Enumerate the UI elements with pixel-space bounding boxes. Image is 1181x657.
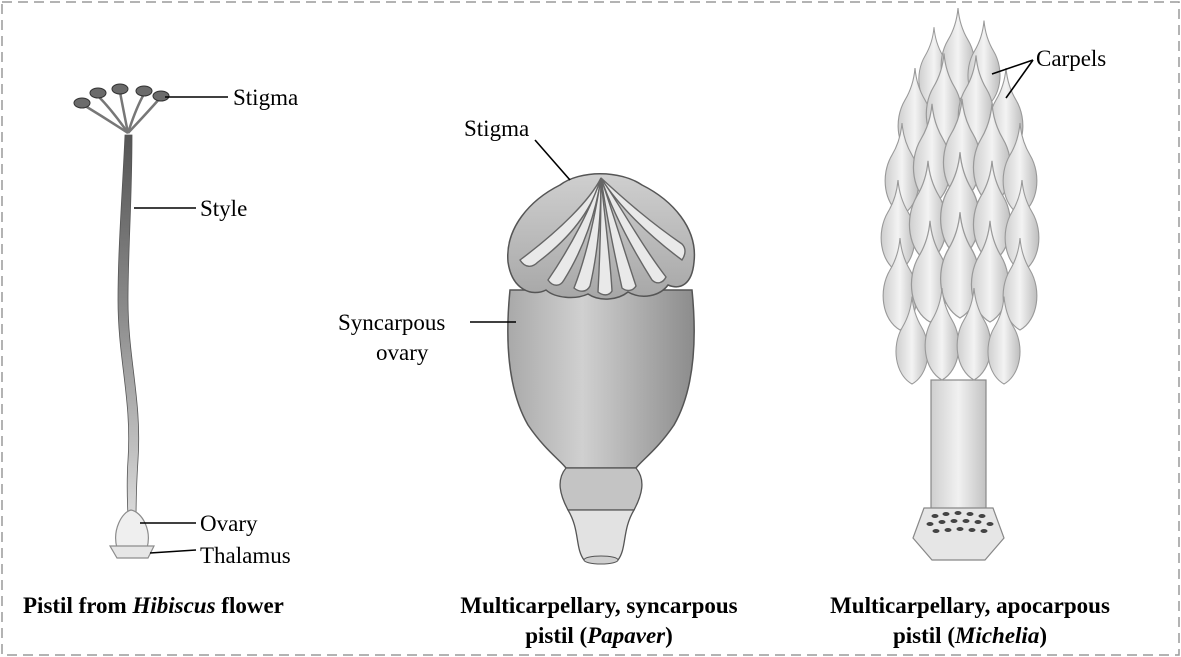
caption-michelia-line2-prefix: pistil ( — [893, 623, 955, 648]
papaver-pistil: Stigma Syncarpous ovary Multicarpellary,… — [338, 116, 738, 648]
label-hibiscus-thalamus: Thalamus — [200, 543, 291, 568]
caption-michelia-genus: Michelia — [954, 623, 1039, 648]
caption-michelia-line1: Multicarpellary, apocarpous — [830, 593, 1110, 618]
caption-papaver-genus: Papaver — [586, 623, 666, 648]
caption-papaver-line1: Multicarpellary, syncarpous — [460, 593, 737, 618]
label-papaver-stigma: Stigma — [464, 116, 529, 141]
michelia-carpels — [881, 8, 1039, 384]
leader-hibiscus-thalamus — [150, 550, 196, 553]
papaver-base — [568, 510, 634, 560]
caption-michelia-line2-suffix: ) — [1039, 623, 1047, 648]
hibiscus-ovary — [116, 510, 149, 548]
label-papaver-ovary-line2: ovary — [376, 340, 429, 365]
caption-hibiscus-genus: Hibiscus — [131, 593, 215, 618]
michelia-thalamus — [913, 508, 1004, 560]
caption-hibiscus-suffix: flower — [216, 593, 284, 618]
caption-michelia-line2: pistil (Michelia) — [893, 623, 1047, 648]
hibiscus-stigma-lobes — [82, 92, 161, 133]
caption-papaver-line2-prefix: pistil ( — [525, 623, 587, 648]
caption-hibiscus: Pistil from Hibiscus flower — [23, 593, 284, 618]
caption-papaver-line2: pistil (Papaver) — [525, 623, 673, 648]
label-hibiscus-ovary: Ovary — [200, 511, 258, 536]
label-michelia-carpels: Carpels — [1036, 46, 1106, 71]
hibiscus-thalamus — [110, 546, 154, 558]
papaver-ovary — [508, 290, 694, 468]
caption-hibiscus-prefix: Pistil from — [23, 593, 132, 618]
label-hibiscus-stigma: Stigma — [233, 85, 298, 110]
caption-papaver-line2-suffix: ) — [665, 623, 673, 648]
leader-papaver-stigma — [535, 140, 570, 180]
hibiscus-style — [118, 135, 139, 522]
leader-michelia-carpels-2 — [1006, 60, 1033, 98]
hibiscus-pistil: Stigma Style Ovary Thalamus Pistil from … — [23, 84, 298, 618]
michelia-pistil: Carpels Multicarpellary, apocarpous pist… — [830, 8, 1110, 648]
michelia-gynophore — [931, 380, 986, 510]
label-hibiscus-style: Style — [200, 196, 247, 221]
label-papaver-ovary-line1: Syncarpous — [338, 310, 445, 335]
papaver-neck — [560, 468, 642, 510]
